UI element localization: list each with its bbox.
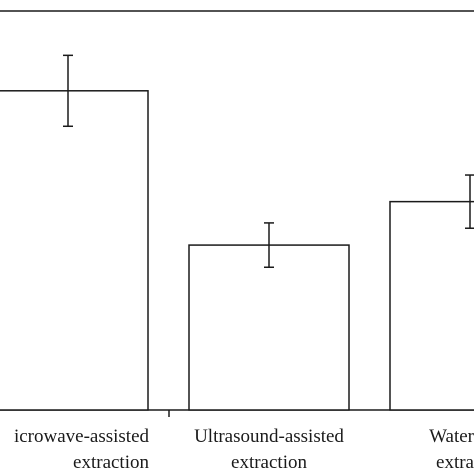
bar bbox=[188, 244, 350, 411]
x-tick-label-line: extraction bbox=[231, 452, 307, 473]
x-tick-label-line: Ultrasound-assisted bbox=[194, 426, 344, 447]
x-tick-label-line: icrowave-assisted bbox=[14, 426, 150, 447]
x-tick-label-line: extraction bbox=[73, 452, 149, 473]
bar bbox=[0, 90, 149, 411]
x-tick-label: Ultrasound-assisted extraction bbox=[194, 426, 344, 473]
bars bbox=[0, 90, 474, 411]
x-tick-label-line: extra bbox=[436, 452, 474, 473]
error-bars bbox=[63, 54, 474, 268]
bar bbox=[389, 200, 474, 411]
x-tick-label: Water extra bbox=[429, 426, 474, 473]
x-tick-label: icrowave-assisted extraction bbox=[14, 426, 150, 473]
x-tick-label-line: Water bbox=[429, 426, 474, 447]
